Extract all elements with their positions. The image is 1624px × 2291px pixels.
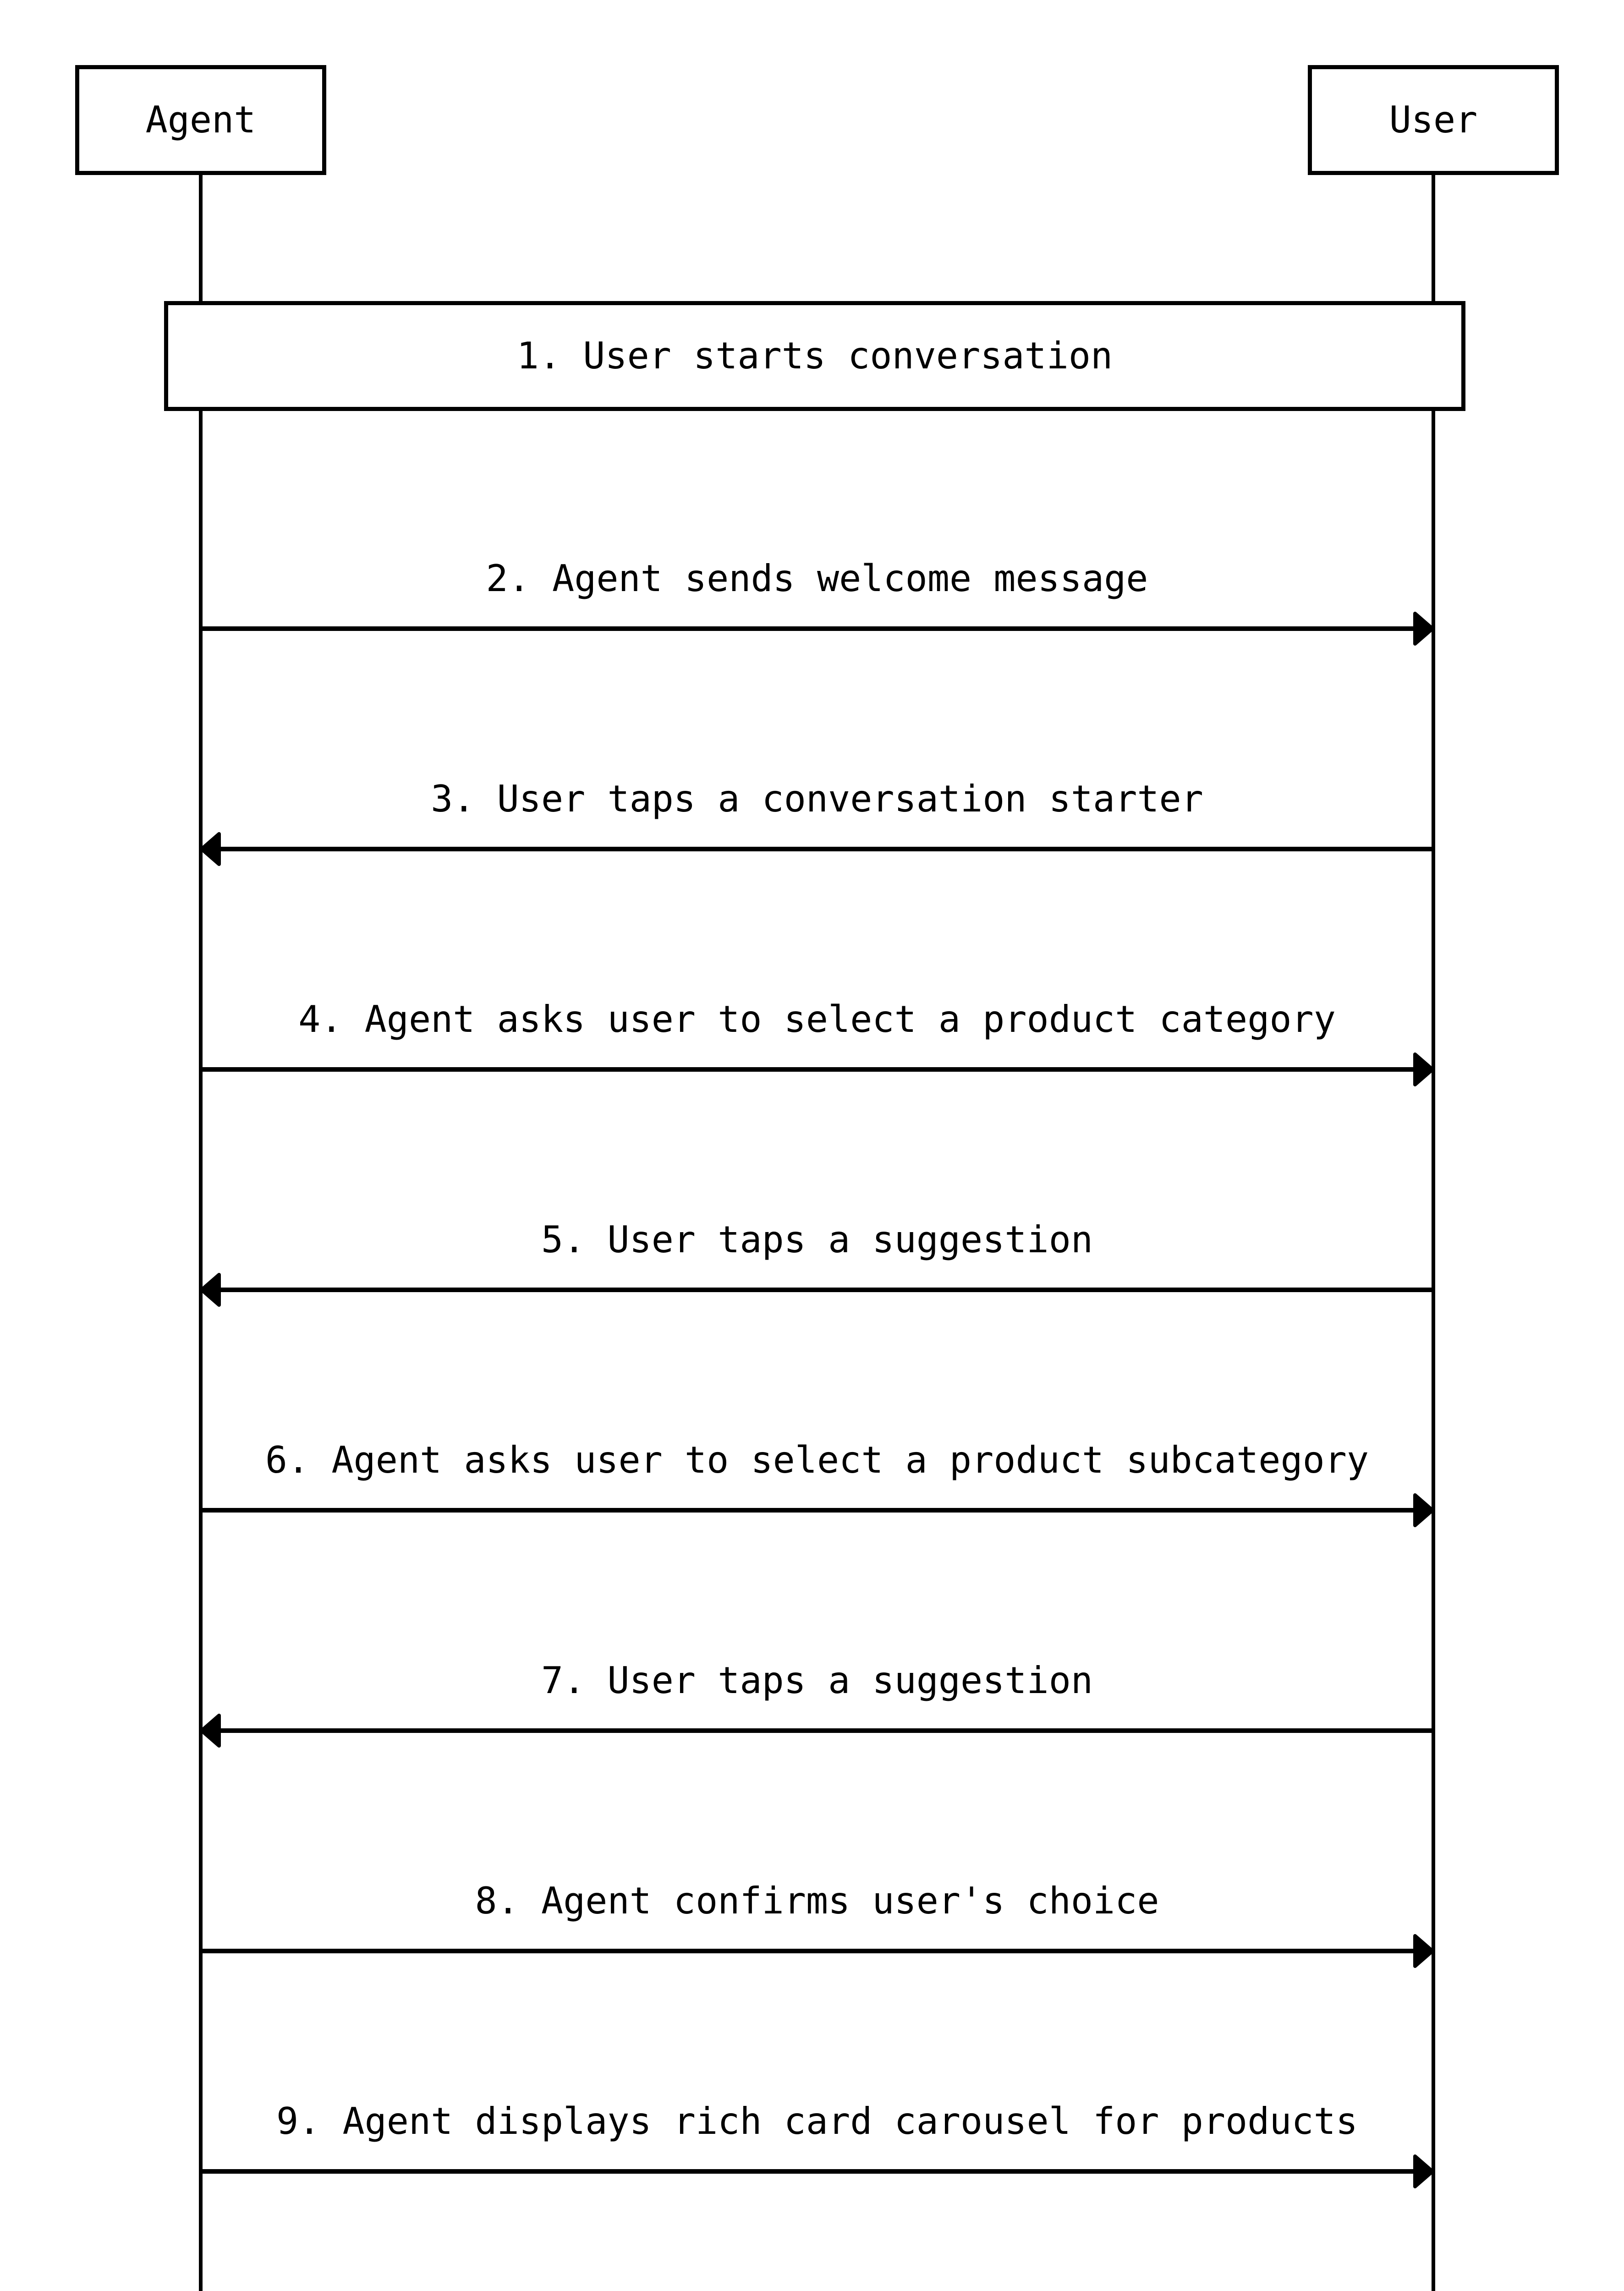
message-3-arrow-line (201, 847, 1433, 851)
message-4-label: 4. Agent asks user to select a product c… (298, 998, 1336, 1041)
message-4-arrow-line (201, 1067, 1433, 1072)
arrow-right-icon (1413, 1934, 1434, 1968)
message-2-arrow-line (201, 626, 1433, 631)
message-8-label: 8. Agent confirms user's choice (475, 1880, 1159, 1922)
arrow-right-icon (1413, 1052, 1434, 1086)
message-3-label: 3. User taps a conversation starter (431, 778, 1203, 820)
arrow-right-icon (1413, 2154, 1434, 2188)
message-5-arrow-line (201, 1288, 1433, 1292)
message-2-label: 2. Agent sends welcome message (486, 557, 1148, 600)
message-7-arrow-line (201, 1728, 1433, 1733)
actor-agent-top: Agent (75, 65, 326, 175)
message-7-label: 7. User taps a suggestion (541, 1659, 1093, 1702)
message-8-arrow-line (201, 1949, 1433, 1953)
message-6-label: 6. Agent asks user to select a product s… (265, 1439, 1369, 1481)
arrow-left-icon (200, 1714, 221, 1748)
actor-user-top-label: User (1389, 99, 1478, 141)
actor-user-top: User (1308, 65, 1559, 175)
note-label: 1. User starts conversation (516, 334, 1113, 377)
agent-lifeline (199, 175, 203, 2291)
actor-agent-top-label: Agent (145, 99, 256, 141)
message-9-label: 9. Agent displays rich card carousel for… (276, 2100, 1358, 2143)
arrow-right-icon (1413, 612, 1434, 646)
arrow-left-icon (200, 1273, 221, 1307)
message-9-arrow-line (201, 2169, 1433, 2174)
note-banner: 1. User starts conversation (164, 301, 1465, 411)
arrow-left-icon (200, 832, 221, 866)
user-lifeline (1432, 175, 1435, 2291)
message-6-arrow-line (201, 1508, 1433, 1513)
arrow-right-icon (1413, 1493, 1434, 1527)
message-5-label: 5. User taps a suggestion (541, 1218, 1093, 1261)
